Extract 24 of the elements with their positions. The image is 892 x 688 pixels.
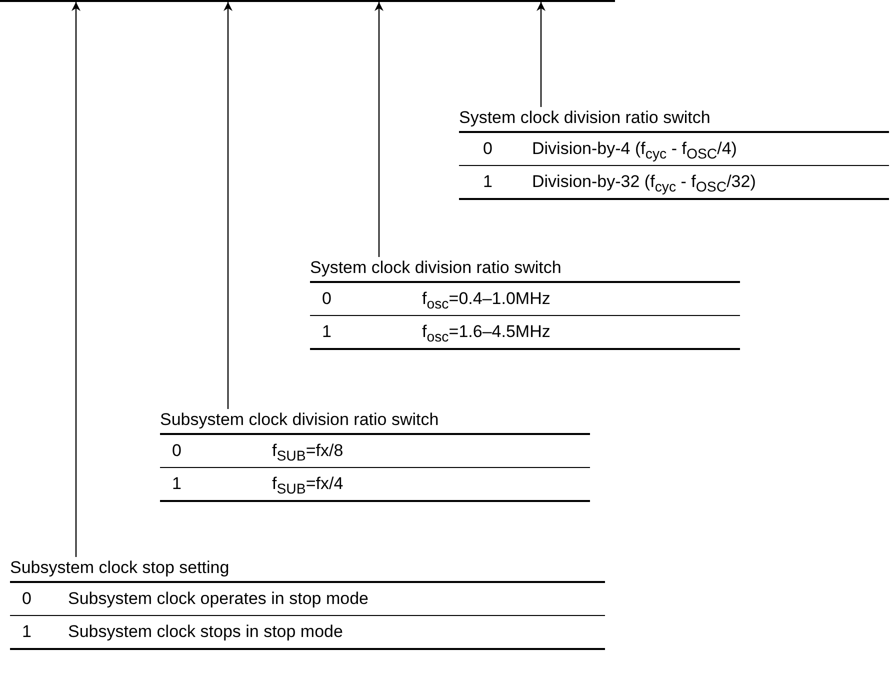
- arrow: [536, 2, 546, 107]
- bit-value: 1: [483, 172, 492, 192]
- bit-value: 1: [172, 474, 182, 494]
- arrow: [224, 2, 232, 409]
- arrow: [72, 2, 80, 557]
- bit-value: 0: [172, 441, 182, 461]
- setting-description: Division-by-32 (f$_{cyc}$ - f$_{OSC}$/32): [532, 172, 756, 198]
- setting-description: Subsystem clock stops in stop mode: [68, 622, 343, 642]
- setting-description: Subsystem clock operates in stop mode: [68, 589, 368, 609]
- setting-description: f$_{osc}$=0.4–1.0MHz: [422, 289, 550, 314]
- bit-value: 1: [22, 622, 32, 642]
- table-heading: System clock division ratio switch: [310, 257, 562, 279]
- arrow: [374, 2, 384, 257]
- setting-description: f$_{SUB}$=fx/4: [272, 474, 344, 500]
- setting-description: f$_{osc}$=1.6–4.5MHz: [422, 322, 550, 348]
- bit-value: 0: [483, 139, 492, 159]
- setting-description: f$_{SUB}$=fx/8: [272, 441, 344, 466]
- table-heading: Subsystem clock division ratio switch: [160, 409, 440, 431]
- bit-value: 1: [322, 322, 332, 342]
- bit-value: 0: [322, 289, 332, 309]
- setting-description: Division-by-4 (f$_{cyc}$ - f$_{OSC}$/4): [532, 139, 737, 164]
- table-heading: System clock division ratio switch: [459, 107, 712, 129]
- table-heading: Subsystem clock stop setting: [10, 557, 230, 579]
- bit-value: 0: [22, 589, 32, 609]
